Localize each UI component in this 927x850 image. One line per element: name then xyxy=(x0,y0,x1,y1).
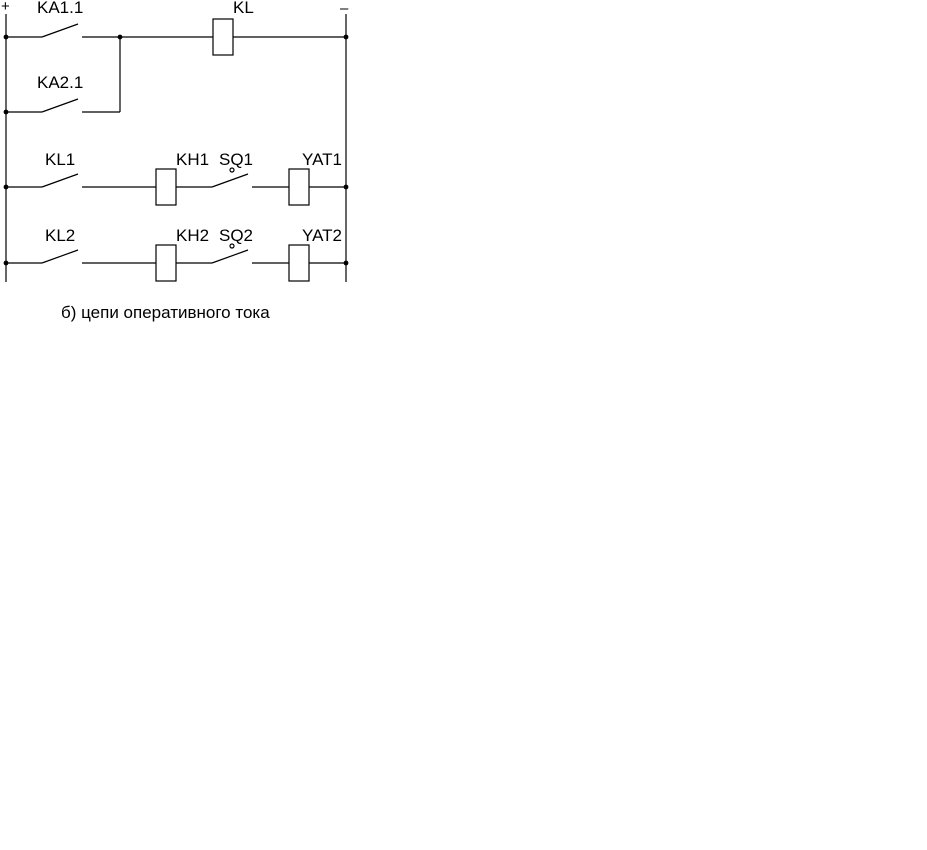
label-kl: KL xyxy=(233,0,254,17)
junction-node xyxy=(117,34,123,40)
label-sq2: SQ2 xyxy=(219,226,253,245)
contact-kl2-blade xyxy=(41,249,79,264)
trip-coil-yat1 xyxy=(288,168,310,206)
trip-coil-yat2 xyxy=(288,244,310,282)
plus-pole-label: + xyxy=(1,0,10,15)
label-yat1: YAT1 xyxy=(302,150,342,169)
contact-ka11-blade xyxy=(41,23,79,38)
label-sq1: SQ1 xyxy=(219,150,253,169)
junction-node xyxy=(3,260,9,266)
label-kh2: KH2 xyxy=(176,226,209,245)
contact-sq2-blade xyxy=(211,249,249,264)
label-ka11: KA1.1 xyxy=(37,0,83,17)
label-kl1: KL1 xyxy=(45,150,75,169)
contact-ka21-blade xyxy=(41,98,79,113)
sq1-contact-mark xyxy=(229,167,235,173)
label-kh1: KH1 xyxy=(176,150,209,169)
circuit-row-kl: KA1.1 KA2.1 KL xyxy=(3,0,349,115)
relay-coil-kh1 xyxy=(155,168,177,206)
diagram-caption: б) цепи оперативного тока xyxy=(61,303,270,322)
circuit-row-yat1: KL1 KH1 SQ1 YAT1 xyxy=(3,150,349,206)
junction-node xyxy=(343,34,349,40)
junction-node xyxy=(3,34,9,40)
junction-node xyxy=(343,184,349,190)
relay-coil-kl xyxy=(212,18,234,56)
label-ka21: KA2.1 xyxy=(37,73,83,92)
circuit-row-yat2: KL2 KH2 SQ2 YAT2 xyxy=(3,226,349,282)
junction-node xyxy=(3,184,9,190)
contact-sq1-blade xyxy=(211,173,249,188)
sq2-contact-mark xyxy=(229,243,235,249)
junction-node xyxy=(343,260,349,266)
label-kl2: KL2 xyxy=(45,226,75,245)
label-yat2: YAT2 xyxy=(302,226,342,245)
relay-coil-kh2 xyxy=(155,244,177,282)
contact-kl1-blade xyxy=(41,173,79,188)
junction-node xyxy=(3,109,9,115)
minus-pole-label: – xyxy=(340,0,349,17)
